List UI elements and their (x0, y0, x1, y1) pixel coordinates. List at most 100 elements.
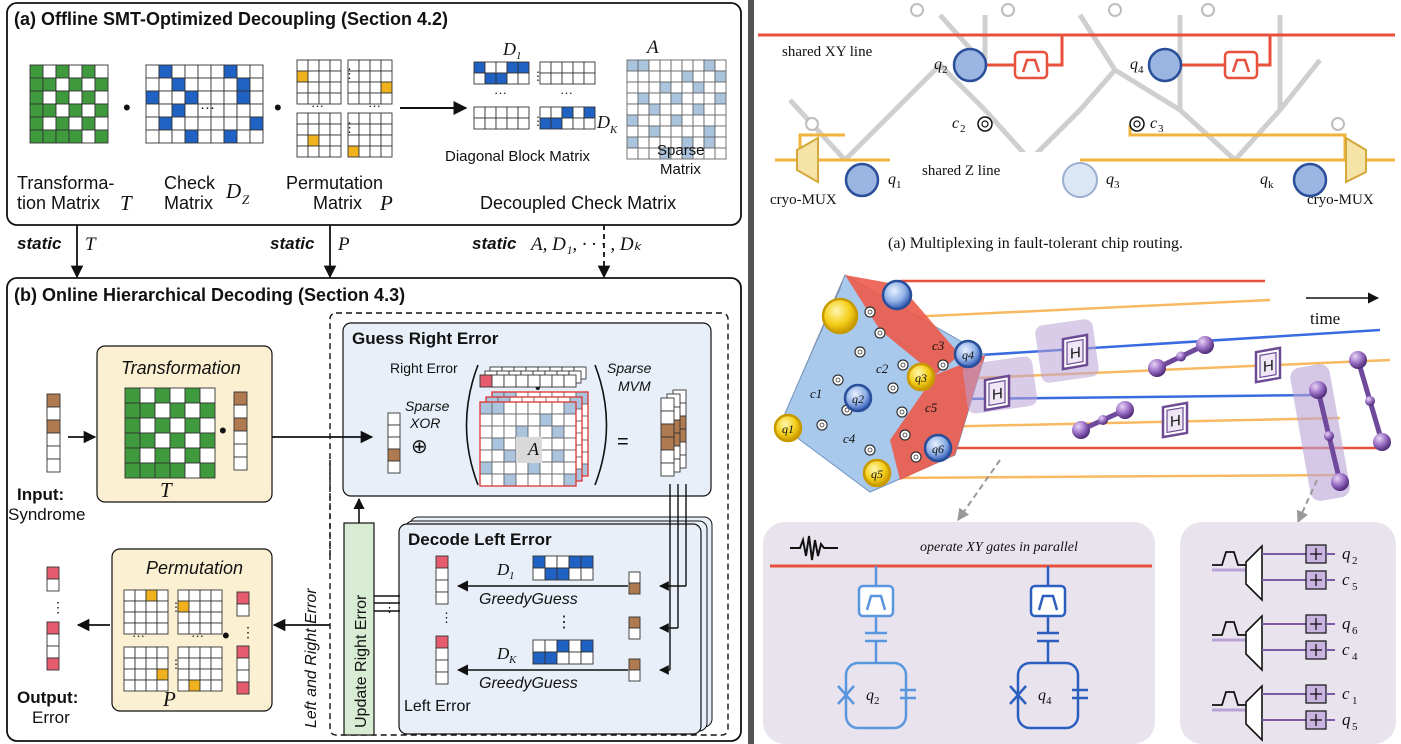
matrix-cell (188, 668, 201, 681)
matrix-cell (171, 77, 186, 92)
matrix-cell (145, 129, 160, 144)
left-error-vector-1 (435, 555, 449, 605)
perm-ellipsis-2: ··· (368, 98, 381, 113)
input-syndrome-vector (46, 393, 61, 473)
guess-title: Guess Right Error (352, 329, 499, 348)
q2-label-sub: 2 (942, 64, 948, 76)
matrix-cell (199, 589, 212, 602)
matrix-cell (380, 134, 393, 147)
sym-D1: D (502, 39, 516, 59)
matrix-cell (307, 145, 320, 158)
coupler-ring (854, 346, 866, 358)
matrix-cell (154, 432, 171, 449)
matrix-cell (307, 70, 320, 83)
matrix-cell (94, 103, 109, 118)
matrix-cell (184, 64, 199, 79)
matrix-cell (329, 145, 342, 158)
matrix-cell (714, 136, 727, 149)
matrix-cell (199, 417, 216, 434)
q1-node (773, 413, 803, 443)
matrix-cell (637, 92, 650, 105)
matrix-cell (156, 589, 169, 602)
matrix-cell (714, 59, 727, 72)
matrix-cell (703, 59, 716, 72)
matrix-cell (495, 117, 508, 130)
matrix-cell (714, 81, 727, 94)
vector-cell (628, 571, 641, 584)
matrix-cell (68, 90, 83, 105)
dot-operator-2: • (274, 95, 282, 120)
matrix-cell (491, 449, 505, 463)
matrix-cell (42, 129, 57, 144)
matrix-cell (703, 147, 716, 160)
matrix-cell (29, 103, 44, 118)
mux-row-label: c (1342, 640, 1350, 659)
coupler-ring (910, 451, 922, 463)
matrix-cell (158, 129, 173, 144)
matrix-cell (154, 402, 171, 419)
matrix-cell (145, 646, 158, 659)
matrix-cell (307, 123, 320, 136)
matrix-cell (184, 402, 201, 419)
xy-filter-icon (1037, 594, 1059, 611)
matrix-cell (145, 116, 160, 131)
matrix-cell (563, 449, 577, 463)
matrix-cell (484, 117, 497, 130)
sym-DZ-sub: Z (242, 192, 250, 207)
permutation-dot: • (222, 623, 230, 648)
matrix-D1-side (539, 61, 596, 85)
matrix-cell (681, 92, 694, 105)
sparse-mvm-1: Sparse (607, 360, 652, 376)
matrix-cell (495, 106, 508, 119)
matrix-cell (583, 117, 596, 130)
q2-qubit (952, 47, 988, 83)
matrix-cell (572, 61, 585, 74)
mux-row-label: q (1342, 710, 1351, 729)
c5-chip-label: c5 (925, 400, 938, 415)
vector-cell (46, 578, 60, 592)
transformation-title: Transformation (121, 358, 241, 378)
matrix-cell (68, 64, 83, 79)
decode-D1-matrix (532, 555, 594, 581)
matrix-cell (29, 129, 44, 144)
big-yellow-node (821, 297, 859, 335)
matrix-cell (369, 134, 382, 147)
matrix-cell (156, 668, 169, 681)
vector-cell (660, 423, 675, 438)
perm-vector-bottom (236, 645, 250, 695)
matrix-cell (539, 461, 553, 475)
matrix-cell (637, 136, 650, 149)
matrix-cell (210, 679, 223, 692)
matrix-cell (479, 425, 493, 439)
matrix-cell (329, 123, 342, 136)
q3-label-sub: 3 (1114, 179, 1120, 191)
decode-left-error-box (398, 523, 702, 735)
matrix-cell (539, 106, 552, 119)
vector-cell (236, 591, 250, 605)
matrix-cell (199, 668, 212, 681)
greedy-guess-2: GreedyGuess (479, 675, 578, 692)
mux-trapezoid (1245, 544, 1263, 602)
matrix-cell (42, 116, 57, 131)
matrix-cell (188, 657, 201, 670)
coupler-ring-inner (940, 362, 946, 368)
matrix-cell (199, 611, 212, 624)
label-transformation-2: tion Matrix (17, 193, 100, 213)
matrix-cell (94, 64, 109, 79)
matrix-cell (561, 61, 574, 74)
sparse-xor-1: Sparse (405, 398, 450, 414)
matrix-cell (197, 77, 212, 92)
dumbbell-1 (1148, 336, 1214, 377)
q5-node (862, 458, 892, 488)
mux-row-sub: 2 (1352, 555, 1358, 567)
left-error-vector-2 (435, 635, 449, 685)
matrix-cell (154, 387, 171, 404)
A-stack-outline-0 (479, 401, 577, 487)
matrix-cell (626, 147, 639, 160)
matrix-cell (484, 106, 497, 119)
matrix-cell (550, 117, 563, 130)
output-vdots: ⋮ (51, 599, 65, 615)
